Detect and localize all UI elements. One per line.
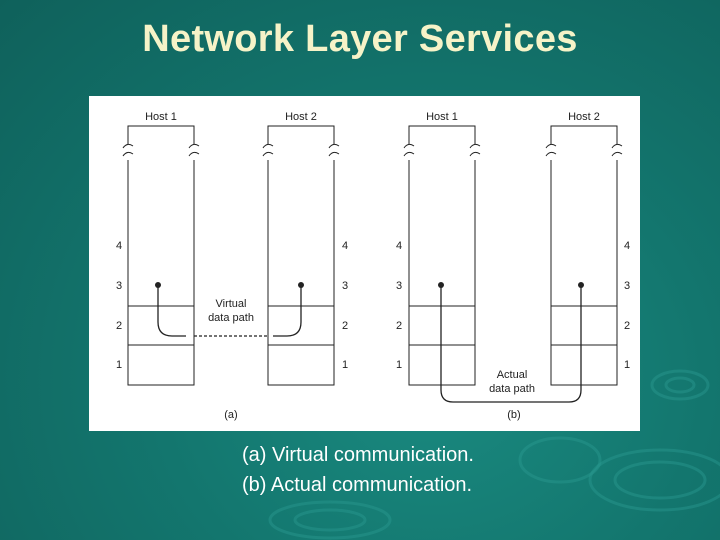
b-host1-label: Host 1 [426, 111, 458, 123]
a-left-layer-2: 2 [116, 320, 122, 332]
b-left-layer-3: 3 [396, 280, 402, 292]
b-right-layer-1: 1 [624, 359, 630, 371]
virtual-data-path [157, 285, 302, 337]
b-right-layer-2: 2 [624, 320, 630, 332]
a-left-layer-1: 1 [116, 359, 122, 371]
panel-b-label: (b) [507, 409, 520, 421]
b-host2-dot [578, 282, 584, 288]
b-host2-label: Host 2 [568, 111, 600, 123]
network-layer-figure: Host 1 Host 2 Host 1 Host 2 4 3 2 1 4 3 … [89, 96, 640, 431]
b-host1-box [408, 125, 476, 386]
b-left-layer-4: 4 [396, 240, 402, 252]
a-host1-label: Host 1 [145, 111, 177, 123]
b-host2-box [550, 125, 618, 386]
a-right-layer-4: 4 [342, 240, 348, 252]
b-host1-dot [438, 282, 444, 288]
a-right-layer-1: 1 [342, 359, 348, 371]
a-host1-box [127, 125, 195, 386]
a-host2-label: Host 2 [285, 111, 317, 123]
b-left-layer-1: 1 [396, 359, 402, 371]
caption-line-b: (b) Actual communication. [242, 474, 473, 496]
actual-path-label-line1: Actual [497, 369, 528, 381]
a-right-layer-2: 2 [342, 320, 348, 332]
a-host1-dot [155, 282, 161, 288]
a-left-layer-3: 3 [116, 280, 122, 292]
caption-line-a: (a) Virtual communication. [242, 444, 474, 466]
panel-a-label: (a) [224, 409, 237, 421]
actual-path-label-line2: data path [489, 383, 535, 395]
slide-title: Network Layer Services [142, 18, 578, 60]
b-right-layer-4: 4 [624, 240, 630, 252]
virtual-path-label-line1: Virtual [216, 298, 247, 310]
a-left-layer-4: 4 [116, 240, 122, 252]
figure-caption: (a) Virtual communication. (b) Actual co… [242, 440, 474, 500]
actual-data-path [440, 285, 582, 403]
b-right-layer-3: 3 [624, 280, 630, 292]
a-right-layer-3: 3 [342, 280, 348, 292]
break-marks [122, 143, 623, 160]
b-left-layer-2: 2 [396, 320, 402, 332]
a-host2-box [267, 125, 335, 386]
a-host2-dot [298, 282, 304, 288]
virtual-path-label-line2: data path [208, 312, 254, 324]
layer-diagram: Host 1 Host 2 Host 1 Host 2 4 3 2 1 4 3 … [116, 111, 630, 421]
